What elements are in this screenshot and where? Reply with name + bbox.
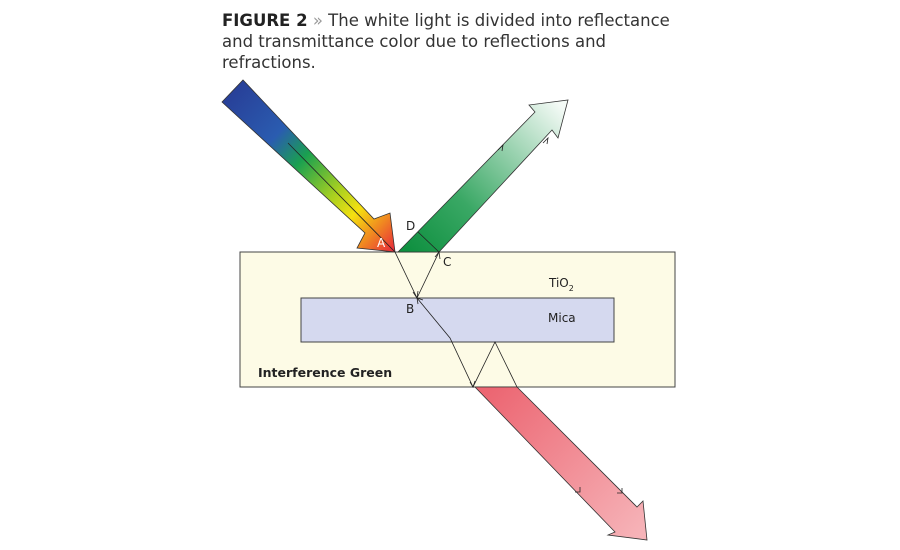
- label-pigment: Interference Green: [258, 365, 392, 380]
- ray-arrowheads: [412, 251, 476, 388]
- incident-white-light-arrow: [221, 79, 396, 253]
- separator: »: [312, 11, 323, 30]
- incident-ray: [287, 142, 396, 253]
- label-c: C: [443, 255, 451, 269]
- wavefront-dc: [417, 231, 440, 253]
- transmitted-ray-arrowheads: [575, 487, 623, 494]
- mica-layer: [300, 297, 615, 343]
- figure-label: FIGURE 2: [222, 11, 308, 30]
- figure-caption: FIGURE 2 » The white light is divided in…: [222, 10, 702, 73]
- label-mica: Mica: [548, 311, 576, 325]
- reflected-ray-arrowheads: [497, 136, 549, 152]
- reflected-green-arrow: [397, 99, 569, 253]
- caption-text: The white light is divided into reflecta…: [222, 11, 670, 72]
- transmitted-red-arrow: [474, 386, 648, 541]
- label-a: A: [377, 236, 386, 250]
- label-tio2: TiO2: [548, 276, 574, 293]
- label-d: D: [406, 219, 415, 233]
- label-b: B: [406, 302, 414, 316]
